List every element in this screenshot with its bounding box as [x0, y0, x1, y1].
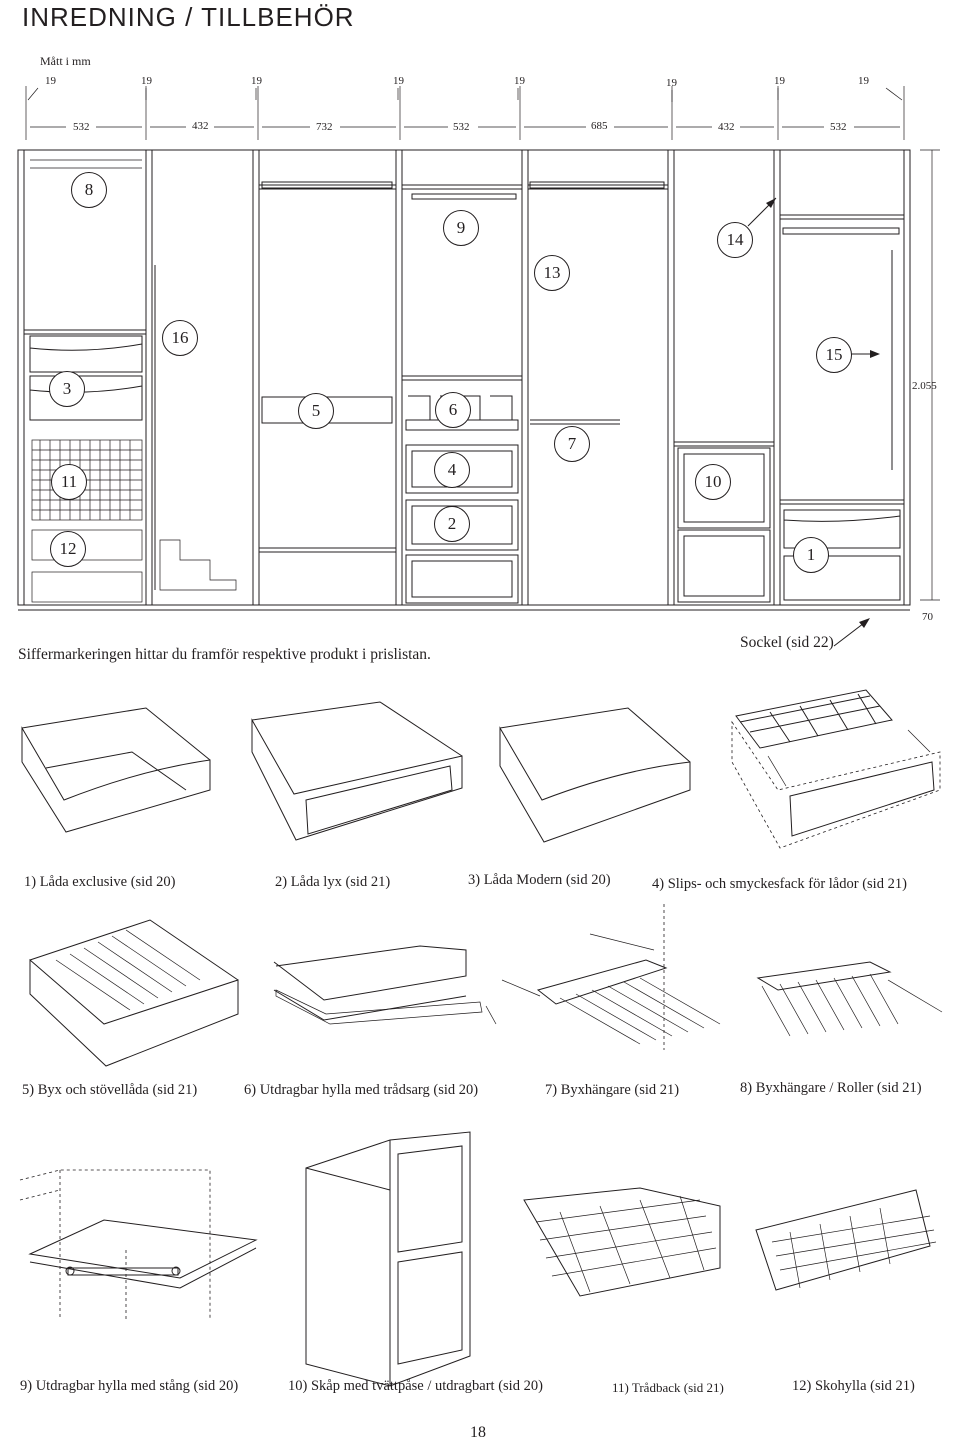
dim-width-6: 432 — [718, 121, 735, 133]
caption-pullout-rail-shelf: 9) Utdragbar hylla med stång (sid 20) — [20, 1378, 239, 1394]
callout-10: 10 — [695, 464, 731, 500]
caption-drawer-exclusive: 1) Låda exclusive (sid 20) — [24, 874, 176, 890]
callout-5: 5 — [298, 393, 334, 429]
dim-thickness-1: 19 — [45, 75, 56, 87]
trouser-hanger-drawing — [501, 904, 721, 1050]
callout-11: 11 — [51, 464, 87, 500]
wire-shelf-drawing — [273, 945, 497, 1025]
dim-thickness-3: 19 — [251, 75, 262, 87]
callout-14: 14 — [717, 222, 753, 258]
dim-width-5: 685 — [591, 120, 608, 132]
callout-1: 1 — [793, 537, 829, 573]
dim-width-1: 532 — [73, 121, 90, 133]
roller-hanger-drawing — [756, 961, 943, 1037]
dim-width-3: 732 — [316, 121, 333, 133]
wardrobe-frame — [17, 149, 911, 611]
drawer-exclusive-drawing — [21, 707, 211, 833]
callout-16: 16 — [162, 320, 198, 356]
callout-6: 6 — [435, 392, 471, 428]
drawer-modern-drawing — [499, 707, 691, 843]
callout-15: 15 — [816, 337, 852, 373]
plinth-note: Sockel (sid 22) — [740, 634, 834, 651]
caption-trouser-boot-drawer: 5) Byx och stövellåda (sid 21) — [22, 1082, 198, 1098]
callout-13: 13 — [534, 255, 570, 291]
caption-cabinet-laundry: 10) Skåp med tvättpåse / utdragbart (sid… — [288, 1378, 543, 1394]
dim-thickness-7: 19 — [774, 75, 785, 87]
dim-thickness-2: 19 — [141, 75, 152, 87]
wire-basket-drawing — [523, 1187, 721, 1297]
caption-trouser-roller: 8) Byxhängare / Roller (sid 21) — [740, 1080, 922, 1096]
caption-drawer-lyx: 2) Låda lyx (sid 21) — [275, 874, 391, 890]
drawer-organizer-drawing — [731, 689, 941, 849]
dim-width-7: 532 — [830, 121, 847, 133]
dim-height: 2.055 — [912, 380, 937, 392]
callout-12: 12 — [50, 531, 86, 567]
dim-thickness-8: 19 — [858, 75, 869, 87]
cabinet-laundry-drawing — [305, 1131, 471, 1387]
dim-thickness-4: 19 — [393, 75, 404, 87]
trouser-drawer-drawing — [29, 919, 239, 1067]
callout-4: 4 — [434, 452, 470, 488]
page-number: 18 — [470, 1424, 486, 1441]
page-title: INREDNING / TILLBEHÖR — [22, 2, 355, 32]
caption-drawer-modern: 3) Låda Modern (sid 20) — [468, 872, 611, 888]
caption-shoe-shelf: 12) Skohylla (sid 21) — [792, 1378, 915, 1394]
units-label: Mått i mm — [40, 54, 91, 68]
dim-width-4: 532 — [453, 121, 470, 133]
number-info-note: Siffermarkeringen hittar du framför resp… — [18, 646, 431, 663]
dim-thickness-6: 19 — [666, 77, 677, 89]
shoe-shelf-drawing — [755, 1189, 937, 1291]
pullout-rail-shelf-drawing — [19, 1169, 258, 1320]
caption-tie-jewelry-insert: 4) Slips- och smyckesfack för lådor (sid… — [652, 876, 907, 892]
caption-wire-shelf: 6) Utdragbar hylla med trådsarg (sid 20) — [244, 1082, 479, 1098]
callout-2: 2 — [434, 506, 470, 542]
dim-thickness-5: 19 — [514, 75, 525, 87]
caption-trouser-hanger: 7) Byxhängare (sid 21) — [545, 1082, 680, 1098]
callout-3: 3 — [49, 371, 85, 407]
callout-9: 9 — [443, 210, 479, 246]
dim-width-2: 432 — [192, 120, 209, 132]
callout-7: 7 — [554, 426, 590, 462]
callout-8: 8 — [71, 172, 107, 208]
dim-plinth: 70 — [922, 611, 933, 623]
caption-wire-basket: 11) Trådback (sid 21) — [612, 1380, 724, 1395]
dimension-lines — [25, 86, 940, 601]
drawer-lyx-drawing — [251, 701, 463, 841]
